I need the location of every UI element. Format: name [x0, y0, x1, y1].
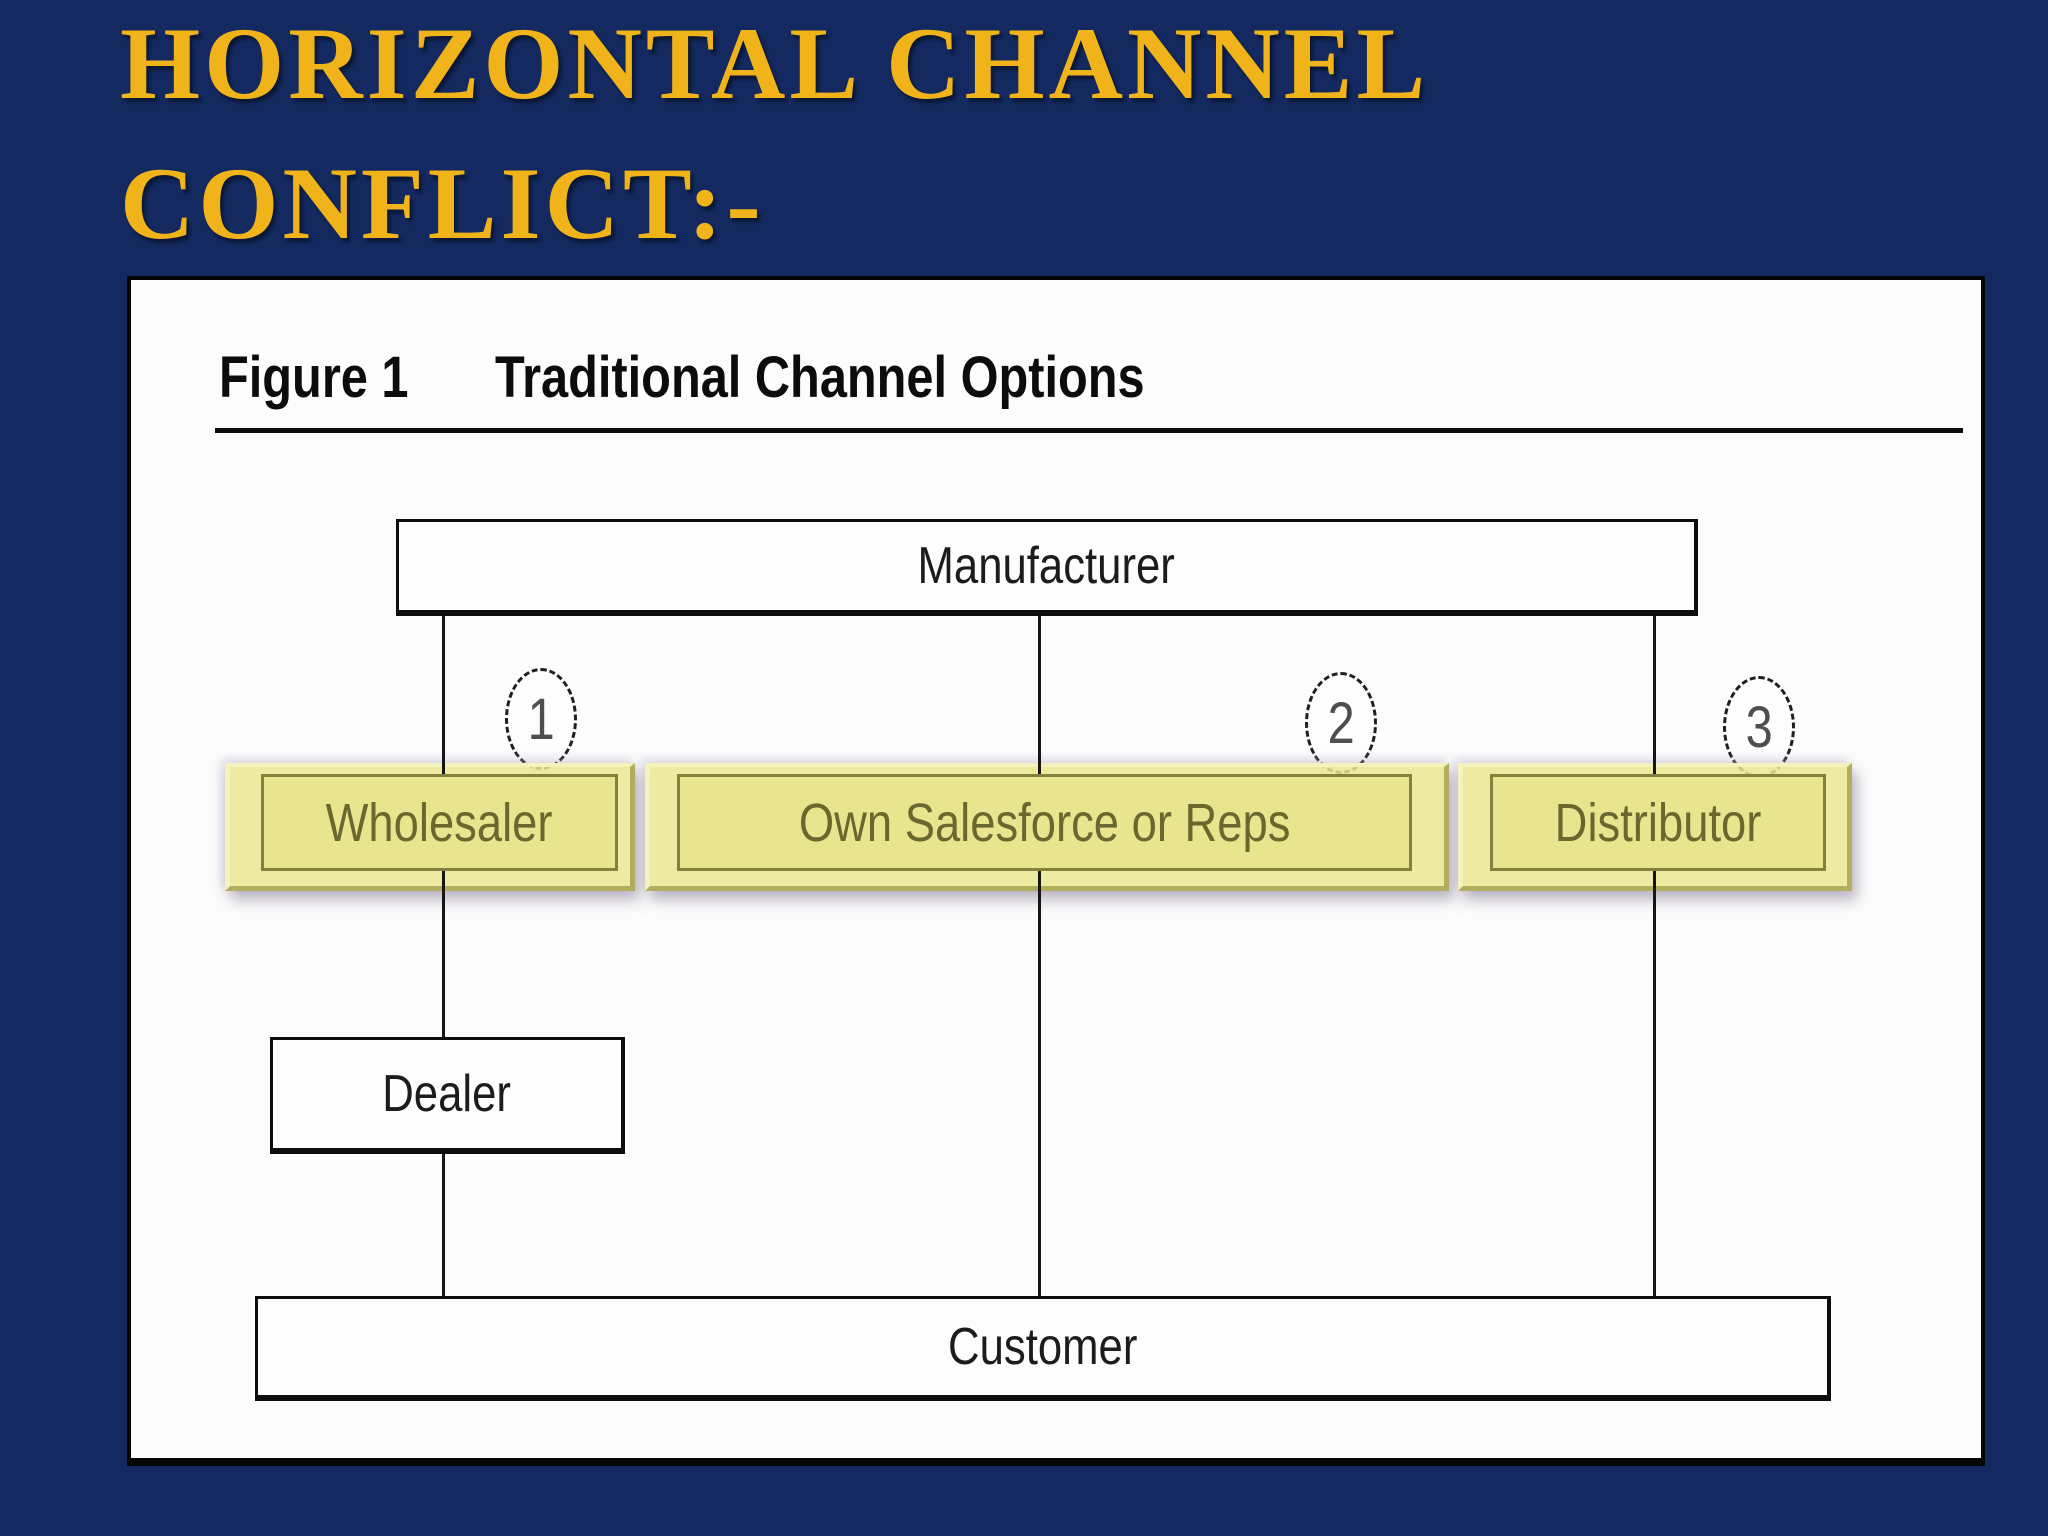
wholesaler-box: Wholesaler	[261, 774, 618, 871]
figure-number-label: Figure 1	[219, 345, 409, 410]
channel-line-3	[1653, 616, 1656, 1296]
slide-title-line2: CONFLICT:-	[120, 147, 765, 262]
channel-line-2	[1038, 616, 1041, 1296]
channel-number-3-label: 3	[1745, 694, 1773, 760]
channel-number-1: 1	[505, 668, 577, 770]
channel-number-2-label: 2	[1327, 690, 1355, 756]
wholesaler-label: Wholesaler	[326, 792, 553, 853]
manufacturer-box: Manufacturer	[396, 519, 1698, 616]
slide-title-line1: HORIZONTAL CHANNEL	[120, 7, 1430, 121]
slide-title: HORIZONTAL CHANNEL CONFLICT:-	[120, 0, 1429, 274]
manufacturer-label: Manufacturer	[917, 537, 1176, 595]
figure-heading: Figure 1 Traditional Channel Options	[219, 344, 1268, 411]
channel-line-1	[442, 616, 445, 1296]
heading-rule	[215, 428, 1963, 433]
channel-number-1-label: 1	[527, 686, 555, 752]
channel-number-2: 2	[1305, 672, 1377, 774]
figure-panel: Figure 1 Traditional Channel Options Man…	[127, 276, 1985, 1466]
figure-title: Traditional Channel Options	[494, 345, 1145, 410]
channel-number-3: 3	[1723, 676, 1795, 778]
dealer-box: Dealer	[270, 1037, 625, 1154]
dealer-label: Dealer	[382, 1065, 512, 1123]
own-salesforce-label: Own Salesforce or Reps	[798, 792, 1291, 853]
own-salesforce-box: Own Salesforce or Reps	[677, 774, 1412, 871]
distributor-label: Distributor	[1554, 792, 1762, 853]
distributor-box: Distributor	[1490, 774, 1826, 871]
customer-box: Customer	[255, 1296, 1831, 1401]
customer-label: Customer	[947, 1318, 1138, 1376]
